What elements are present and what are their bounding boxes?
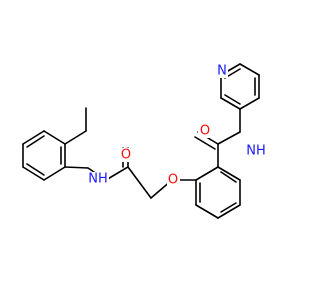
atom-label: O [121,148,131,163]
amide-nh-right-label: NH [245,144,267,159]
atom-label: O [168,173,178,188]
bond [220,97,241,110]
bond [220,171,237,183]
atom-label-layer: N NH O O O NH [87,64,267,188]
atom-label: NH [88,172,108,187]
bond [217,204,241,219]
bond [43,130,66,145]
bond [127,166,152,199]
bond [22,130,45,145]
atom-label: O [200,124,210,139]
bond [217,131,241,145]
bond [195,204,219,219]
atom-label: N [217,64,227,79]
carbonyl-oxygen-right-label: O [198,124,211,139]
bond [43,166,66,181]
bond-layer [22,63,260,219]
carbonyl-oxygen-left-label: O [119,148,132,163]
bond [224,94,241,105]
atom-label: NH [246,144,266,159]
bond [220,202,237,213]
bond [26,163,45,176]
molecule-structure-diagram: N NH O O O NH [22,63,267,219]
bond [64,166,89,169]
bond [105,166,129,181]
ether-oxygen-label: O [167,173,180,188]
amide-nh-left-label: NH [87,172,109,187]
bond [64,130,87,145]
bond [239,97,260,110]
bond [194,136,216,150]
bond [26,135,45,148]
bond [239,63,260,76]
bond [22,166,45,181]
pyridine-nitrogen-label: N [216,64,228,79]
bond [195,166,219,181]
bond [217,166,241,181]
